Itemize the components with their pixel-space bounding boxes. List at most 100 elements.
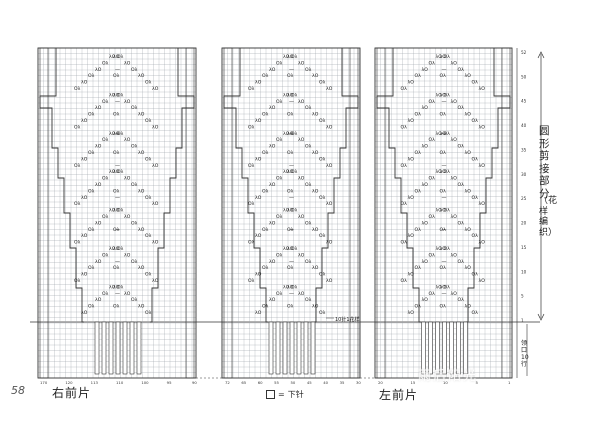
left-front-label: 左前片 — [379, 388, 419, 402]
edge-strip-right — [501, 47, 511, 379]
stitch-symbol: Oλ — [145, 156, 152, 162]
edge-strip-right — [349, 47, 359, 379]
ribbing-column — [108, 321, 114, 375]
stitch-symbol: λO — [255, 233, 262, 239]
stitch-symbol: λO — [465, 150, 472, 156]
stitch-symbol: Oλ — [305, 220, 312, 226]
stitch-symbol: λO — [312, 188, 319, 194]
stitch-symbol: Oλ — [305, 297, 312, 303]
stitch-symbol: λO — [287, 131, 294, 137]
row-number: 25 — [521, 196, 527, 201]
stitch-symbol: Oλ — [88, 265, 95, 271]
stitch-symbol: λO — [109, 131, 116, 137]
stitch-symbol: λO — [298, 137, 305, 143]
yoke-outline-left — [376, 48, 421, 323]
stitch-symbol: Oλ — [276, 176, 283, 182]
stitch-symbol: Oλ — [113, 304, 120, 310]
stitch-symbol: Oλ — [113, 73, 120, 79]
stitch-symbol: Oλ — [415, 265, 422, 271]
ribbing-column — [421, 321, 426, 375]
stitch-symbol: Oλ — [88, 304, 95, 310]
watermark: 雨后阳光 — [418, 369, 479, 384]
stitch-symbol: λO — [479, 124, 486, 130]
stitch-symbol: λO — [436, 54, 443, 60]
stitch-symbol: λO — [408, 195, 415, 201]
stitch-symbol: Oλ — [444, 54, 451, 60]
stitch-symbol: λO — [326, 163, 333, 169]
stitch-symbol: Oλ — [415, 73, 422, 79]
stitch-symbol: Oλ — [291, 92, 298, 98]
stitch-symbol: Oλ — [319, 310, 326, 316]
stitch-symbol: Oλ — [248, 240, 255, 246]
arrow-head-up-icon — [537, 51, 545, 59]
stitch-symbol: λO — [81, 310, 88, 316]
yoke-outline-left — [223, 48, 268, 323]
stitch-symbol: Oλ — [262, 227, 269, 233]
stitch-number: 35 — [340, 380, 345, 385]
ribbing-column — [101, 321, 107, 375]
stitch-symbol: Oλ — [113, 150, 120, 156]
stitch-symbol: Oλ — [117, 131, 124, 137]
stitch-symbol: Oλ — [415, 150, 422, 156]
stitch-symbol: Oλ — [429, 99, 436, 105]
ribbing-column — [303, 321, 309, 375]
ribbing-column — [442, 321, 447, 375]
repeat-note: 10针1花样 — [335, 317, 360, 323]
ribbing-column — [129, 321, 135, 375]
stitch-symbol: Oλ — [472, 272, 479, 278]
stitch-symbol: Oλ — [117, 208, 124, 214]
purl-symbol: — — [115, 131, 120, 137]
purl-symbol: — — [289, 195, 294, 201]
stitch-symbol: λO — [95, 220, 102, 226]
stitch-number: 113 — [91, 380, 99, 385]
stitch-symbol: λO — [124, 99, 131, 105]
purl-symbol: — — [442, 99, 447, 105]
ribbing-column — [296, 321, 302, 375]
stitch-symbol: Oλ — [131, 67, 138, 73]
stitch-symbol: λO — [326, 124, 333, 130]
stitch-number: 20 — [378, 380, 383, 385]
stitch-number: 65 — [241, 380, 246, 385]
stitch-symbol: λO — [113, 208, 120, 214]
stitch-symbol: Oλ — [145, 233, 152, 239]
stitch-symbol: Oλ — [444, 246, 451, 252]
stitch-symbol: Oλ — [262, 188, 269, 194]
stitch-symbol: λO — [109, 169, 116, 175]
stitch-symbol: Oλ — [117, 54, 124, 60]
purl-symbol: — — [115, 227, 120, 233]
stitch-symbol: λO — [479, 201, 486, 207]
purl-symbol: — — [115, 99, 120, 105]
stitch-symbol: λO — [479, 86, 486, 92]
stitch-symbol: λO — [255, 118, 262, 124]
stitch-number: 100 — [141, 380, 149, 385]
stitch-symbol: Oλ — [276, 99, 283, 105]
stitch-symbol: λO — [138, 73, 145, 79]
stitch-symbol: λO — [138, 150, 145, 156]
stitch-symbol: Oλ — [113, 227, 120, 233]
stitch-number: 55 — [274, 380, 279, 385]
stitch-symbol: Oλ — [472, 118, 479, 124]
ribbing-column — [122, 321, 128, 375]
section-title-vertical: 圆形剪接部分 — [539, 125, 550, 200]
stitch-number: 170 — [40, 380, 48, 385]
stitch-symbol: λO — [326, 86, 333, 92]
stitch-symbol: Oλ — [102, 252, 109, 258]
stitch-symbol: λO — [283, 169, 290, 175]
stitch-symbol: Oλ — [102, 176, 109, 182]
stitch-symbol: λO — [287, 284, 294, 290]
stitch-symbol: λO — [283, 54, 290, 60]
row-number: 5 — [521, 294, 524, 299]
purl-symbol: — — [442, 259, 447, 265]
stitch-symbol: Oλ — [102, 137, 109, 143]
stitch-symbol: λO — [436, 246, 443, 252]
purl-symbol: — — [442, 291, 447, 297]
stitch-symbol: λO — [408, 156, 415, 162]
stitch-symbol: λO — [113, 246, 120, 252]
stitch-number: 95 — [167, 380, 172, 385]
ribbing-column — [449, 321, 454, 375]
stitch-symbol: Oλ — [102, 291, 109, 297]
stitch-symbol: λO — [479, 240, 486, 246]
stitch-symbol: Oλ — [440, 227, 447, 233]
stitch-symbol: Oλ — [131, 105, 138, 111]
stitch-symbol: λO — [95, 67, 102, 73]
